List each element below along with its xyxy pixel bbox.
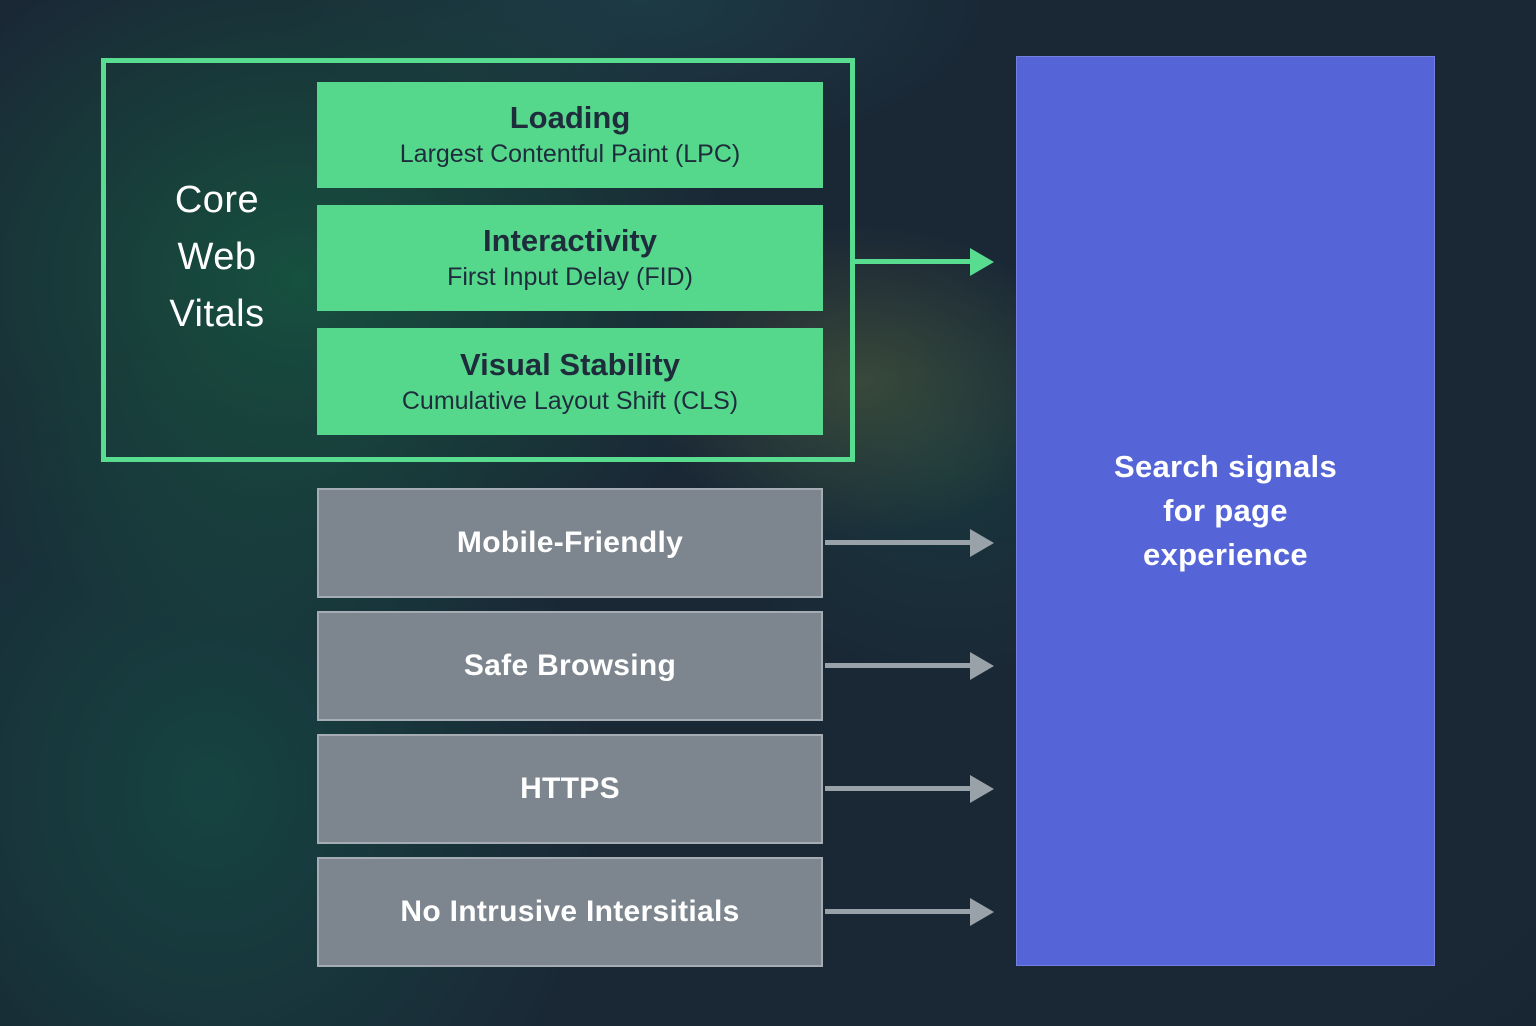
arrow-shaft xyxy=(825,540,972,545)
core-web-vitals-label: Core Web Vitals xyxy=(169,179,265,335)
arrow-shaft xyxy=(855,259,972,264)
search-signals-panel: Search signals for page experience xyxy=(1016,56,1435,966)
metric-subtitle: First Input Delay (FID) xyxy=(447,263,693,292)
metric-subtitle: Largest Contentful Paint (LPC) xyxy=(399,140,741,169)
signal-box-safe-browsing: Safe Browsing xyxy=(317,611,823,721)
signal-label: HTTPS xyxy=(520,772,620,805)
signal-label: Safe Browsing xyxy=(463,649,677,682)
arrow-shaft xyxy=(825,909,972,914)
signal-box-no-intrusive-intersitials: No Intrusive Intersitials xyxy=(317,857,823,967)
metric-box-loading: Loading Largest Contentful Paint (LPC) xyxy=(317,82,823,188)
core-web-vitals-group-outline xyxy=(101,58,855,462)
metric-box-visual-stability: Visual Stability Cumulative Layout Shift… xyxy=(317,328,823,435)
signal-box-https: HTTPS xyxy=(317,734,823,844)
arrow-shaft xyxy=(825,663,972,668)
metric-subtitle: Cumulative Layout Shift (CLS) xyxy=(401,386,739,415)
arrow-head-icon xyxy=(970,652,994,680)
signal-label: Mobile-Friendly xyxy=(456,526,684,559)
metric-box-interactivity: Interactivity First Input Delay (FID) xyxy=(317,205,823,311)
metric-title: Loading xyxy=(509,100,631,136)
metric-title: Interactivity xyxy=(482,223,657,259)
signal-label: No Intrusive Intersitials xyxy=(400,895,740,928)
arrow-head-icon xyxy=(970,775,994,803)
metric-title: Visual Stability xyxy=(460,346,680,382)
arrow-head-icon xyxy=(970,529,994,557)
signal-box-mobile-friendly: Mobile-Friendly xyxy=(317,488,823,598)
arrow-shaft xyxy=(825,786,972,791)
search-signals-label: Search signals for page experience xyxy=(1113,449,1338,572)
arrow-head-icon xyxy=(970,898,994,926)
arrow-head-icon xyxy=(970,248,994,276)
